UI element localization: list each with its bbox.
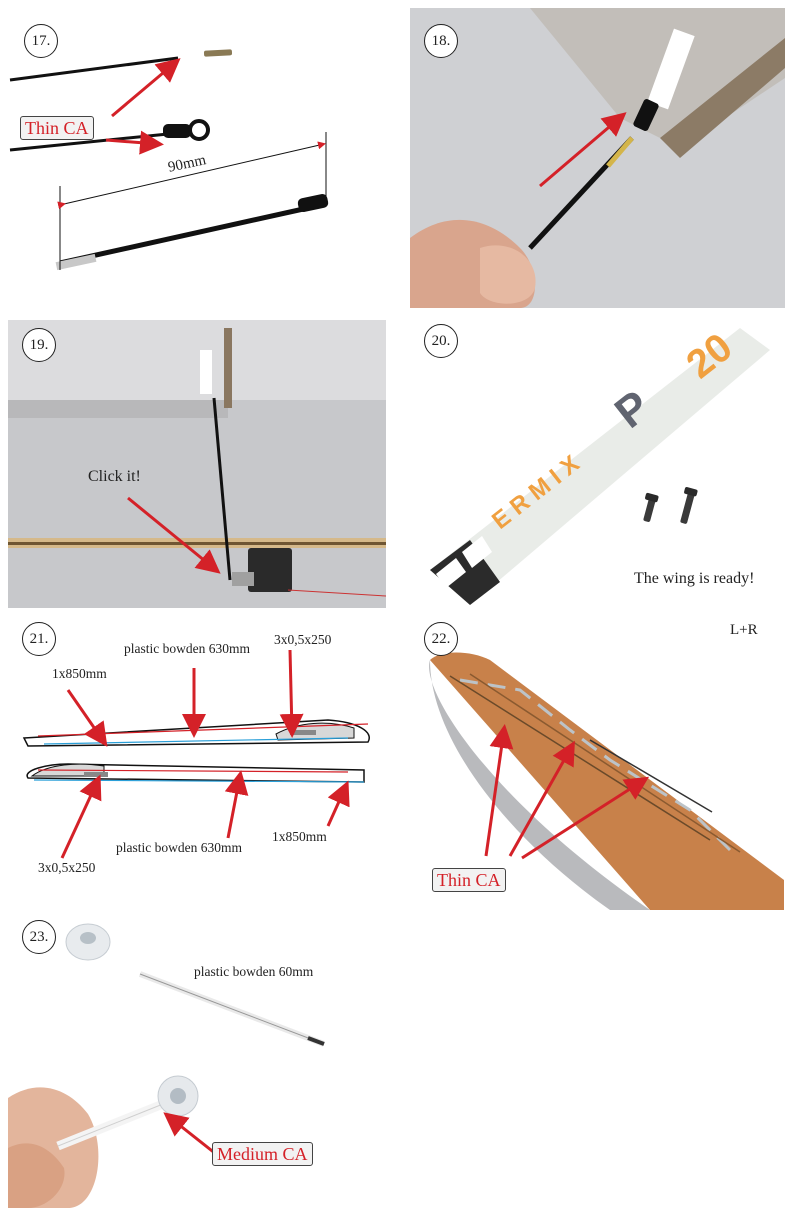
step-21-wire-bottom-label: 1x850mm bbox=[272, 829, 327, 844]
step-23-photo bbox=[8, 923, 326, 1208]
step-21-panel: 21. plastic bowden 630mm 3x0,5x250 1x850… bbox=[8, 620, 392, 890]
step-19-number: 19. bbox=[22, 328, 56, 362]
step-20-wing-photo: E R M I X P 20 bbox=[430, 325, 770, 605]
step-22-number: 22. bbox=[424, 622, 458, 656]
step-22-panel: 22. L+R Thin CA bbox=[410, 620, 790, 910]
step-20-number: 20. bbox=[424, 324, 458, 358]
step-23-medium-ca-badge: Medium CA bbox=[212, 1142, 313, 1166]
step-21-rod-top-label: 3x0,5x250 bbox=[274, 632, 332, 647]
step-20-panel: E R M I X P 20 20. The wing is ready! bbox=[410, 320, 790, 610]
step-21-bowden-top-label: plastic bowden 630mm bbox=[124, 641, 250, 656]
step-21-bowden-bottom-label: plastic bowden 630mm bbox=[116, 840, 242, 855]
step-21-diagram bbox=[22, 649, 370, 859]
step-19-panel: 19. Click it! bbox=[8, 320, 386, 608]
step-22-photo bbox=[429, 652, 784, 910]
step-23-panel: 23. plastic bowden 60mm Medium CA bbox=[8, 918, 392, 1208]
step-20-ready-label: The wing is ready! bbox=[634, 570, 755, 587]
step-22-side-label: L+R bbox=[730, 622, 758, 638]
step-21-wire-top-label: 1x850mm bbox=[52, 666, 107, 681]
step-17-number: 17. bbox=[24, 24, 58, 58]
step-18-number: 18. bbox=[424, 24, 458, 58]
step-18-panel: 18. bbox=[410, 8, 785, 308]
step-19-photo bbox=[8, 320, 386, 608]
step-21-rod-bottom-label: 3x0,5x250 bbox=[38, 860, 96, 875]
step-21-number: 21. bbox=[22, 622, 56, 656]
step-17-thin-ca-badge: Thin CA bbox=[20, 116, 94, 140]
step-23-number: 23. bbox=[22, 920, 56, 954]
step-17-panel: 17. Thin CA 90mm bbox=[8, 8, 392, 308]
step-22-thin-ca-badge: Thin CA bbox=[432, 868, 506, 892]
step-23-bowden-label: plastic bowden 60mm bbox=[194, 964, 314, 979]
step-17-illustration bbox=[9, 49, 329, 271]
step-18-photo bbox=[410, 8, 785, 308]
step-19-click-label: Click it! bbox=[88, 468, 141, 485]
